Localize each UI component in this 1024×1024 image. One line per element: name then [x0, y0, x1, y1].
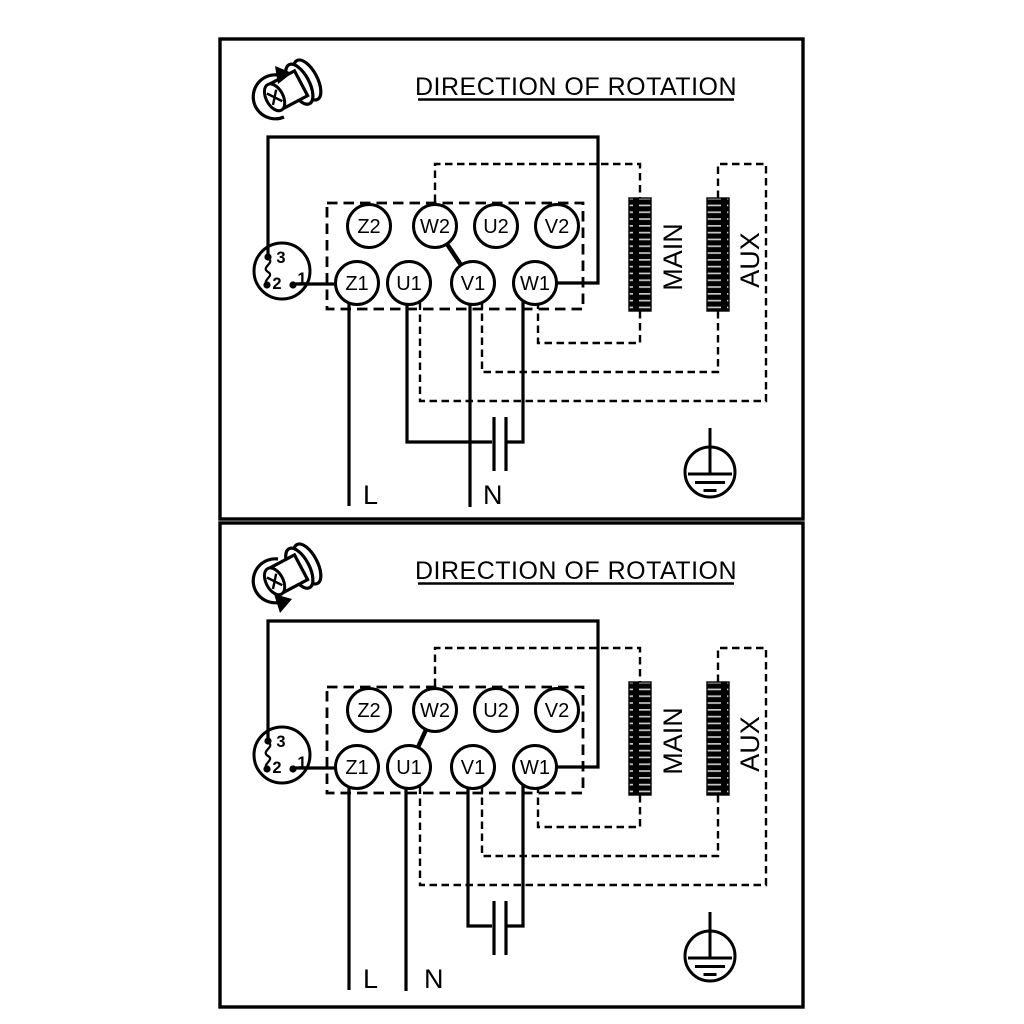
main-winding: MAIN [628, 197, 688, 312]
dashed-wires [418, 646, 768, 887]
solid-wires [266, 619, 600, 991]
title-text: DIRECTION OF ROTATION [415, 73, 737, 101]
panel-border [218, 37, 805, 521]
rotation-cw-icon [251, 542, 323, 613]
terminal-z2: Z2 [346, 687, 392, 733]
terminal-label: V1 [461, 757, 485, 779]
earth-ground-icon [683, 912, 737, 983]
terminal-w2: W2 [412, 687, 458, 733]
wire-u1-to-capacitor [405, 283, 492, 444]
selector-switch: 3 2 1 [252, 241, 312, 301]
terminal-label: W2 [420, 700, 450, 722]
line-label: L [363, 964, 378, 994]
terminal-label: W1 [520, 273, 550, 295]
terminal-label: U2 [483, 216, 509, 238]
terminal-label: Z2 [357, 216, 380, 238]
rotation-ccw-icon [251, 58, 323, 121]
selector-pos-3: 3 [276, 249, 285, 267]
main-winding: MAIN [628, 681, 688, 796]
wire-aux-bottom-to-v1 [480, 767, 720, 858]
selector-pos-1: 1 [297, 270, 306, 288]
terminal-w1: W1 [512, 744, 558, 790]
wire-main-bottom-to-w1 [536, 283, 642, 345]
terminal-v1: V1 [450, 260, 496, 306]
selector-pos-2: 2 [272, 275, 281, 293]
terminal-w1: W1 [512, 260, 558, 306]
title-text: DIRECTION OF ROTATION [415, 557, 737, 585]
aux-winding-bar [706, 197, 730, 312]
wire-v1-to-capacitor [466, 767, 492, 928]
terminal-u1: U1 [386, 260, 432, 306]
wire-w1-to-selector [266, 619, 600, 769]
selector-squiggle [264, 257, 272, 285]
aux-winding-bar [706, 681, 730, 796]
terminal-label: V2 [545, 216, 569, 238]
terminal-label: Z1 [345, 757, 368, 779]
terminal-label: Z1 [345, 273, 368, 295]
terminal-u2: U2 [473, 687, 519, 733]
main-winding-bar [628, 681, 652, 796]
terminal-z1: Z1 [334, 260, 380, 306]
line-label: L [363, 480, 378, 510]
terminal-w2: W2 [412, 203, 458, 249]
terminal-z1: Z1 [334, 744, 380, 790]
terminal-label: V1 [461, 273, 485, 295]
selector-pos-1: 1 [297, 754, 306, 772]
selector-squiggle [264, 741, 272, 769]
wire-aux-top-to-u1 [418, 162, 768, 403]
aux-winding: AUX [706, 681, 765, 796]
terminal-z2: Z2 [346, 203, 392, 249]
wire-w2-to-main-top [433, 162, 642, 226]
wire-capacitor-to-w1 [507, 771, 525, 928]
earth-ground-icon [683, 428, 737, 499]
terminal-label: V2 [545, 700, 569, 722]
wire-w2-to-main-top [433, 646, 642, 710]
selector-switch: 3 2 1 [252, 725, 312, 785]
panel-clockwise: DIRECTION OF ROTATION [218, 521, 805, 1009]
selector-pos-3: 3 [276, 733, 285, 751]
panel-counterclockwise: DIRECTION OF ROTATION [218, 37, 805, 521]
terminal-label: W2 [420, 216, 450, 238]
terminal-v2: V2 [534, 203, 580, 249]
selector-pos-2: 2 [272, 759, 281, 777]
panel-title: DIRECTION OF ROTATION [415, 557, 737, 585]
main-winding-label: MAIN [658, 707, 688, 775]
aux-winding-label: AUX [735, 232, 765, 288]
wire-capacitor-to-w1 [507, 287, 525, 444]
terminal-label: U1 [396, 757, 422, 779]
arrow-head [275, 66, 292, 84]
arrow-head [274, 594, 292, 613]
terminal-label: W1 [520, 757, 550, 779]
main-winding-bar [628, 197, 652, 312]
capacitor [492, 417, 508, 471]
terminal-label: Z2 [357, 700, 380, 722]
terminal-label: U1 [396, 273, 422, 295]
neutral-label: N [424, 964, 444, 994]
wire-aux-top-to-u1 [418, 646, 768, 887]
terminal-label: U2 [483, 700, 509, 722]
terminal-v1: V1 [450, 744, 496, 790]
terminal-u1: U1 [386, 744, 432, 790]
dashed-wires [418, 162, 768, 403]
aux-winding-label: AUX [735, 716, 765, 772]
panel-title: DIRECTION OF ROTATION [415, 73, 737, 101]
terminal-v2: V2 [534, 687, 580, 733]
wire-w1-to-selector [266, 135, 600, 285]
capacitor [492, 901, 508, 955]
main-winding-label: MAIN [658, 223, 688, 291]
aux-winding: AUX [706, 197, 765, 312]
wire-main-bottom-to-w1 [536, 767, 642, 829]
terminal-u2: U2 [473, 203, 519, 249]
wire-aux-bottom-to-v1 [480, 283, 720, 374]
neutral-label: N [483, 480, 503, 510]
